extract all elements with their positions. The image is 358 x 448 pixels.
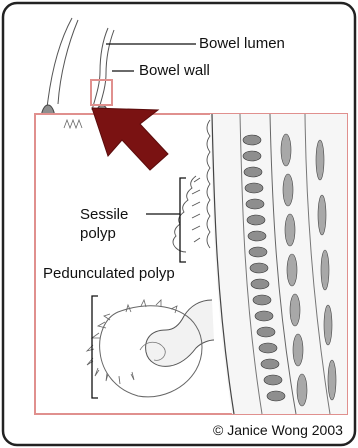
- sessile-polyp-label-line1: Sessile: [80, 206, 128, 223]
- bowel-wall-layers: [207, 114, 347, 414]
- bowel-lumen-label: Bowel lumen: [199, 35, 285, 52]
- copyright-credit: © Janice Wong 2003: [213, 422, 343, 439]
- sessile-polyp-label-line2: polyp: [80, 225, 116, 242]
- bowel-wall-label: Bowel wall: [139, 62, 210, 79]
- pedunculated-polyp-label: Pedunculated polyp: [43, 265, 175, 282]
